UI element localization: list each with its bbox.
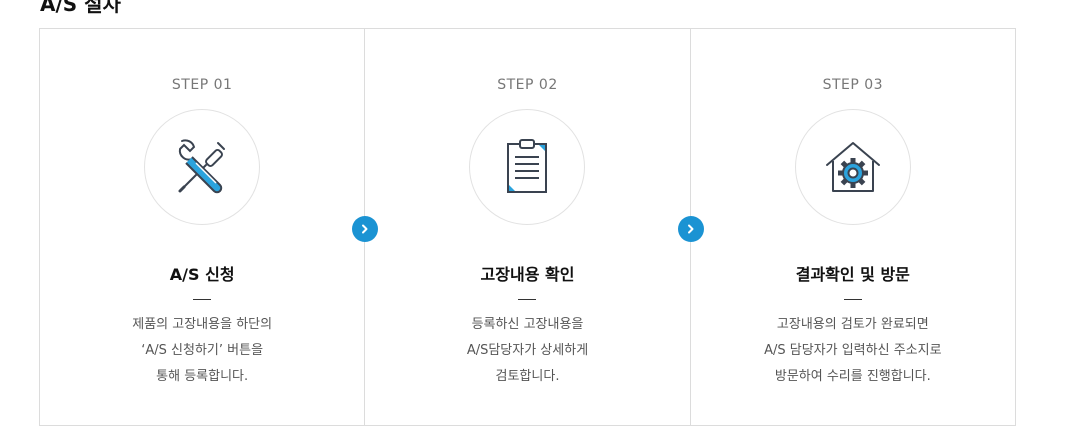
step-label: STEP 02 xyxy=(497,77,558,93)
step-description: 고장내용의 검토가 완료되면 A/S 담당자가 입력하신 주소지로 방문하여 수… xyxy=(764,317,942,384)
clipboard-icon xyxy=(507,139,548,193)
step-icon-circle xyxy=(144,109,261,225)
step-1: STEP 01 A/S 신청 제품의 고장내용을 하단의 ‘A/S 신청하기’ … xyxy=(40,29,364,425)
section-title: A/S 절차 xyxy=(40,0,121,16)
step-3: STEP 03 xyxy=(677,29,1015,425)
house-gear-icon xyxy=(825,142,880,192)
wrench-screwdriver-icon xyxy=(178,139,226,194)
step-title: 결과확인 및 방문 xyxy=(795,265,910,284)
step-description: 등록하신 고장내용을 A/S담당자가 상세하게 검토합니다. xyxy=(466,317,589,384)
step-title: 고장내용 확인 xyxy=(480,265,575,284)
divider xyxy=(843,299,862,300)
step-2: STEP 02 고장내용 확인 등록하신 고장내용을 A/S담당자가 상세하게 … xyxy=(352,29,689,425)
step-description: 제품의 고장내용을 하단의 ‘A/S 신청하기’ 버튼을 통해 등록합니다. xyxy=(132,317,273,384)
next-arrow-icon xyxy=(677,216,704,242)
as-steps-panel: STEP 01 A/S 신청 제품의 고장내용을 하단의 ‘A/S 신청하기’ … xyxy=(39,28,1016,426)
step-label: STEP 03 xyxy=(822,77,884,93)
step-label: STEP 01 xyxy=(171,77,233,93)
next-arrow-icon xyxy=(352,216,379,242)
divider xyxy=(518,299,537,300)
step-title: A/S 신청 xyxy=(169,265,235,284)
step-icon-circle xyxy=(794,109,911,225)
step-icon-circle xyxy=(469,109,586,225)
divider xyxy=(193,299,212,300)
